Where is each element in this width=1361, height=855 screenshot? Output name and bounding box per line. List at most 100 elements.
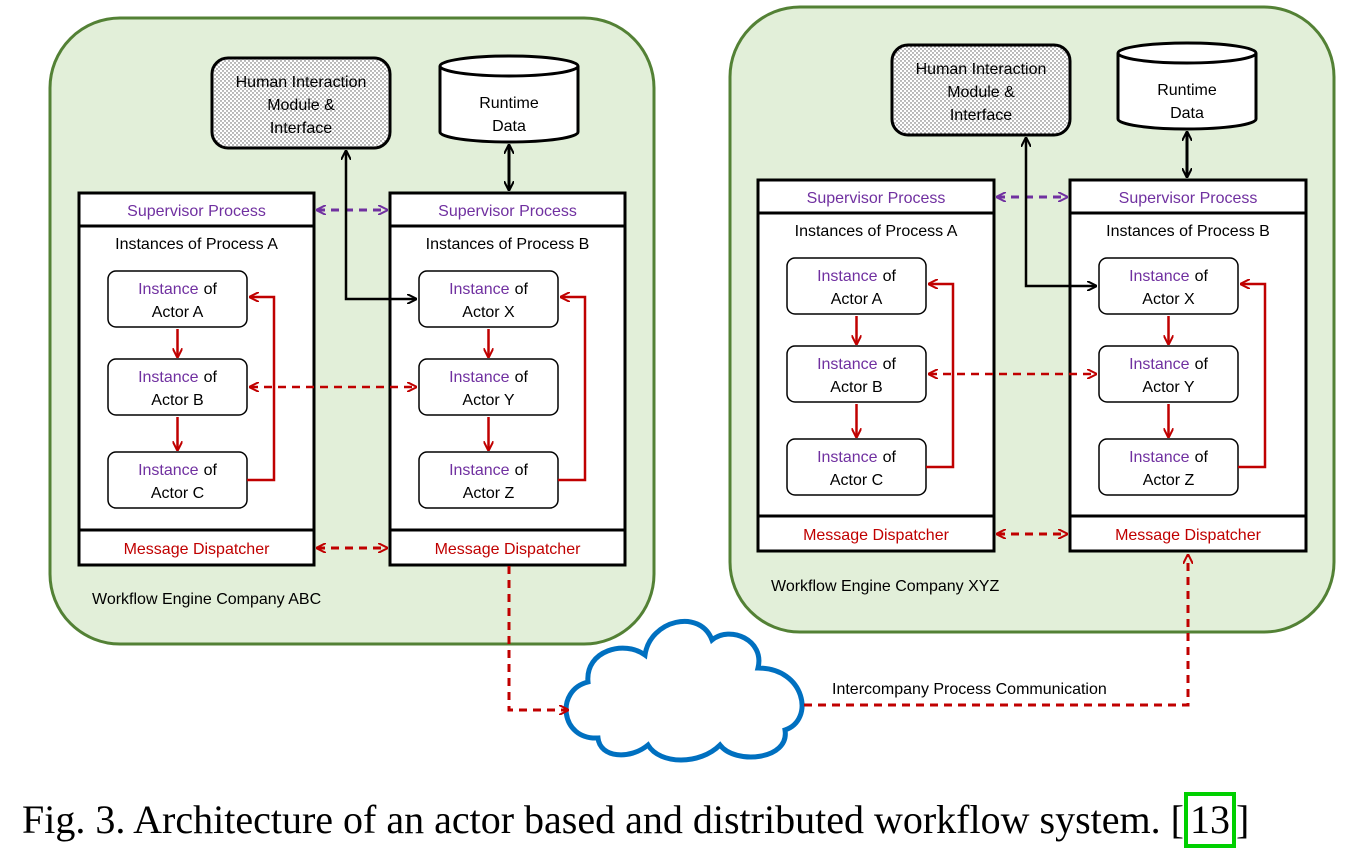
process-title: Instances of Process B: [1106, 223, 1270, 240]
actor-instance-line: Instance of: [138, 462, 217, 479]
instance-word: Instance: [817, 356, 878, 373]
actor-name: Actor A: [831, 291, 883, 308]
of-word: of: [204, 281, 218, 298]
actor-name: Actor B: [830, 379, 882, 396]
workflow-engine-1: Workflow Engine Company XYZ Human Interac…: [728, 5, 1336, 634]
actor-instance-line: Instance of: [138, 369, 217, 386]
human-interaction-link-arrow: [346, 151, 416, 299]
actor-instance-line: Instance of: [817, 356, 896, 373]
instance-word: Instance: [449, 281, 510, 298]
actor-name: Actor C: [830, 472, 883, 489]
instance-word: Instance: [1129, 449, 1190, 466]
of-word: of: [1195, 268, 1209, 285]
process-title: Instances of Process A: [795, 223, 958, 240]
process-title: Instances of Process B: [426, 236, 590, 253]
actor-instance-line: Instance of: [817, 449, 896, 466]
of-word: of: [883, 449, 897, 466]
caption-text: Fig. 3. Architecture of an actor based a…: [22, 797, 1184, 842]
instance-word: Instance: [817, 268, 878, 285]
actor-name: Actor A: [152, 304, 204, 321]
of-word: of: [883, 356, 897, 373]
citation-link[interactable]: 13: [1183, 792, 1236, 848]
cloud-to-xyz-link: [804, 555, 1188, 707]
caption-close-bracket: ]: [1235, 797, 1250, 842]
citation-number: 13: [1189, 797, 1230, 842]
of-word: of: [515, 281, 529, 298]
of-word: of: [204, 369, 218, 386]
instance-word: Instance: [138, 369, 199, 386]
of-word: of: [515, 462, 529, 479]
of-word: of: [1195, 356, 1209, 373]
actor-instance-line: Instance of: [817, 268, 896, 285]
human-module-line: Module &: [947, 84, 1015, 101]
actor-name: Actor X: [1142, 291, 1195, 308]
actor-instance-line: Instance of: [449, 369, 528, 386]
of-word: of: [204, 462, 218, 479]
runtime-data-line: Runtime: [1157, 82, 1217, 99]
instance-word: Instance: [1129, 268, 1190, 285]
supervisor-process-label: Supervisor Process: [127, 203, 266, 220]
of-word: of: [515, 369, 529, 386]
human-interaction-link-arrow: [1026, 138, 1096, 286]
message-dispatcher-label: Message Dispatcher: [1115, 527, 1262, 544]
instance-word: Instance: [1129, 356, 1190, 373]
intercompany-communication-label: Intercompany Process Communication: [832, 681, 1107, 698]
actor-feedback-arrow: [558, 297, 587, 482]
human-module-line: Human Interaction: [916, 61, 1047, 78]
workflow-architecture-diagram: Workflow Engine Company ABC Human Interac…: [48, 5, 1336, 763]
instance-word: Instance: [817, 449, 878, 466]
instance-word: Instance: [449, 369, 510, 386]
process-title: Instances of Process A: [115, 236, 278, 253]
actor-name: Actor C: [151, 485, 204, 502]
message-dispatcher-label: Message Dispatcher: [435, 541, 582, 558]
supervisor-process-label: Supervisor Process: [438, 203, 577, 220]
instance-word: Instance: [138, 462, 199, 479]
actor-instance-line: Instance of: [1129, 268, 1208, 285]
of-word: of: [883, 268, 897, 285]
engine-label: Workflow Engine Company XYZ: [771, 578, 999, 595]
actor-name: Actor Z: [463, 485, 515, 502]
human-module-line: Interface: [270, 120, 332, 137]
runtime-data-line: Data: [492, 118, 526, 135]
message-dispatcher-label: Message Dispatcher: [124, 541, 271, 558]
actor-name: Actor Z: [1143, 472, 1195, 489]
human-module-line: Human Interaction: [236, 74, 367, 91]
actor-instance-line: Instance of: [1129, 356, 1208, 373]
runtime-data-line: Runtime: [479, 95, 539, 112]
actor-name: Actor Y: [1142, 379, 1195, 396]
runtime-data-line: Data: [1170, 105, 1204, 122]
actor-instance-line: Instance of: [138, 281, 217, 298]
workflow-engine-0: Workflow Engine Company ABC Human Interac…: [48, 16, 656, 646]
engine-label: Workflow Engine Company ABC: [92, 591, 321, 608]
cloud-icon: [563, 619, 805, 763]
human-module-line: Interface: [950, 107, 1012, 124]
message-dispatcher-label: Message Dispatcher: [803, 527, 950, 544]
abc-to-cloud-link: [507, 566, 568, 710]
supervisor-process-label: Supervisor Process: [807, 190, 946, 207]
actor-instance-line: Instance of: [449, 281, 528, 298]
instance-word: Instance: [138, 281, 199, 298]
of-word: of: [1195, 449, 1209, 466]
supervisor-process-label: Supervisor Process: [1119, 190, 1258, 207]
human-module-line: Module &: [267, 97, 335, 114]
actor-name: Actor X: [462, 304, 515, 321]
actor-name: Actor B: [151, 392, 203, 409]
